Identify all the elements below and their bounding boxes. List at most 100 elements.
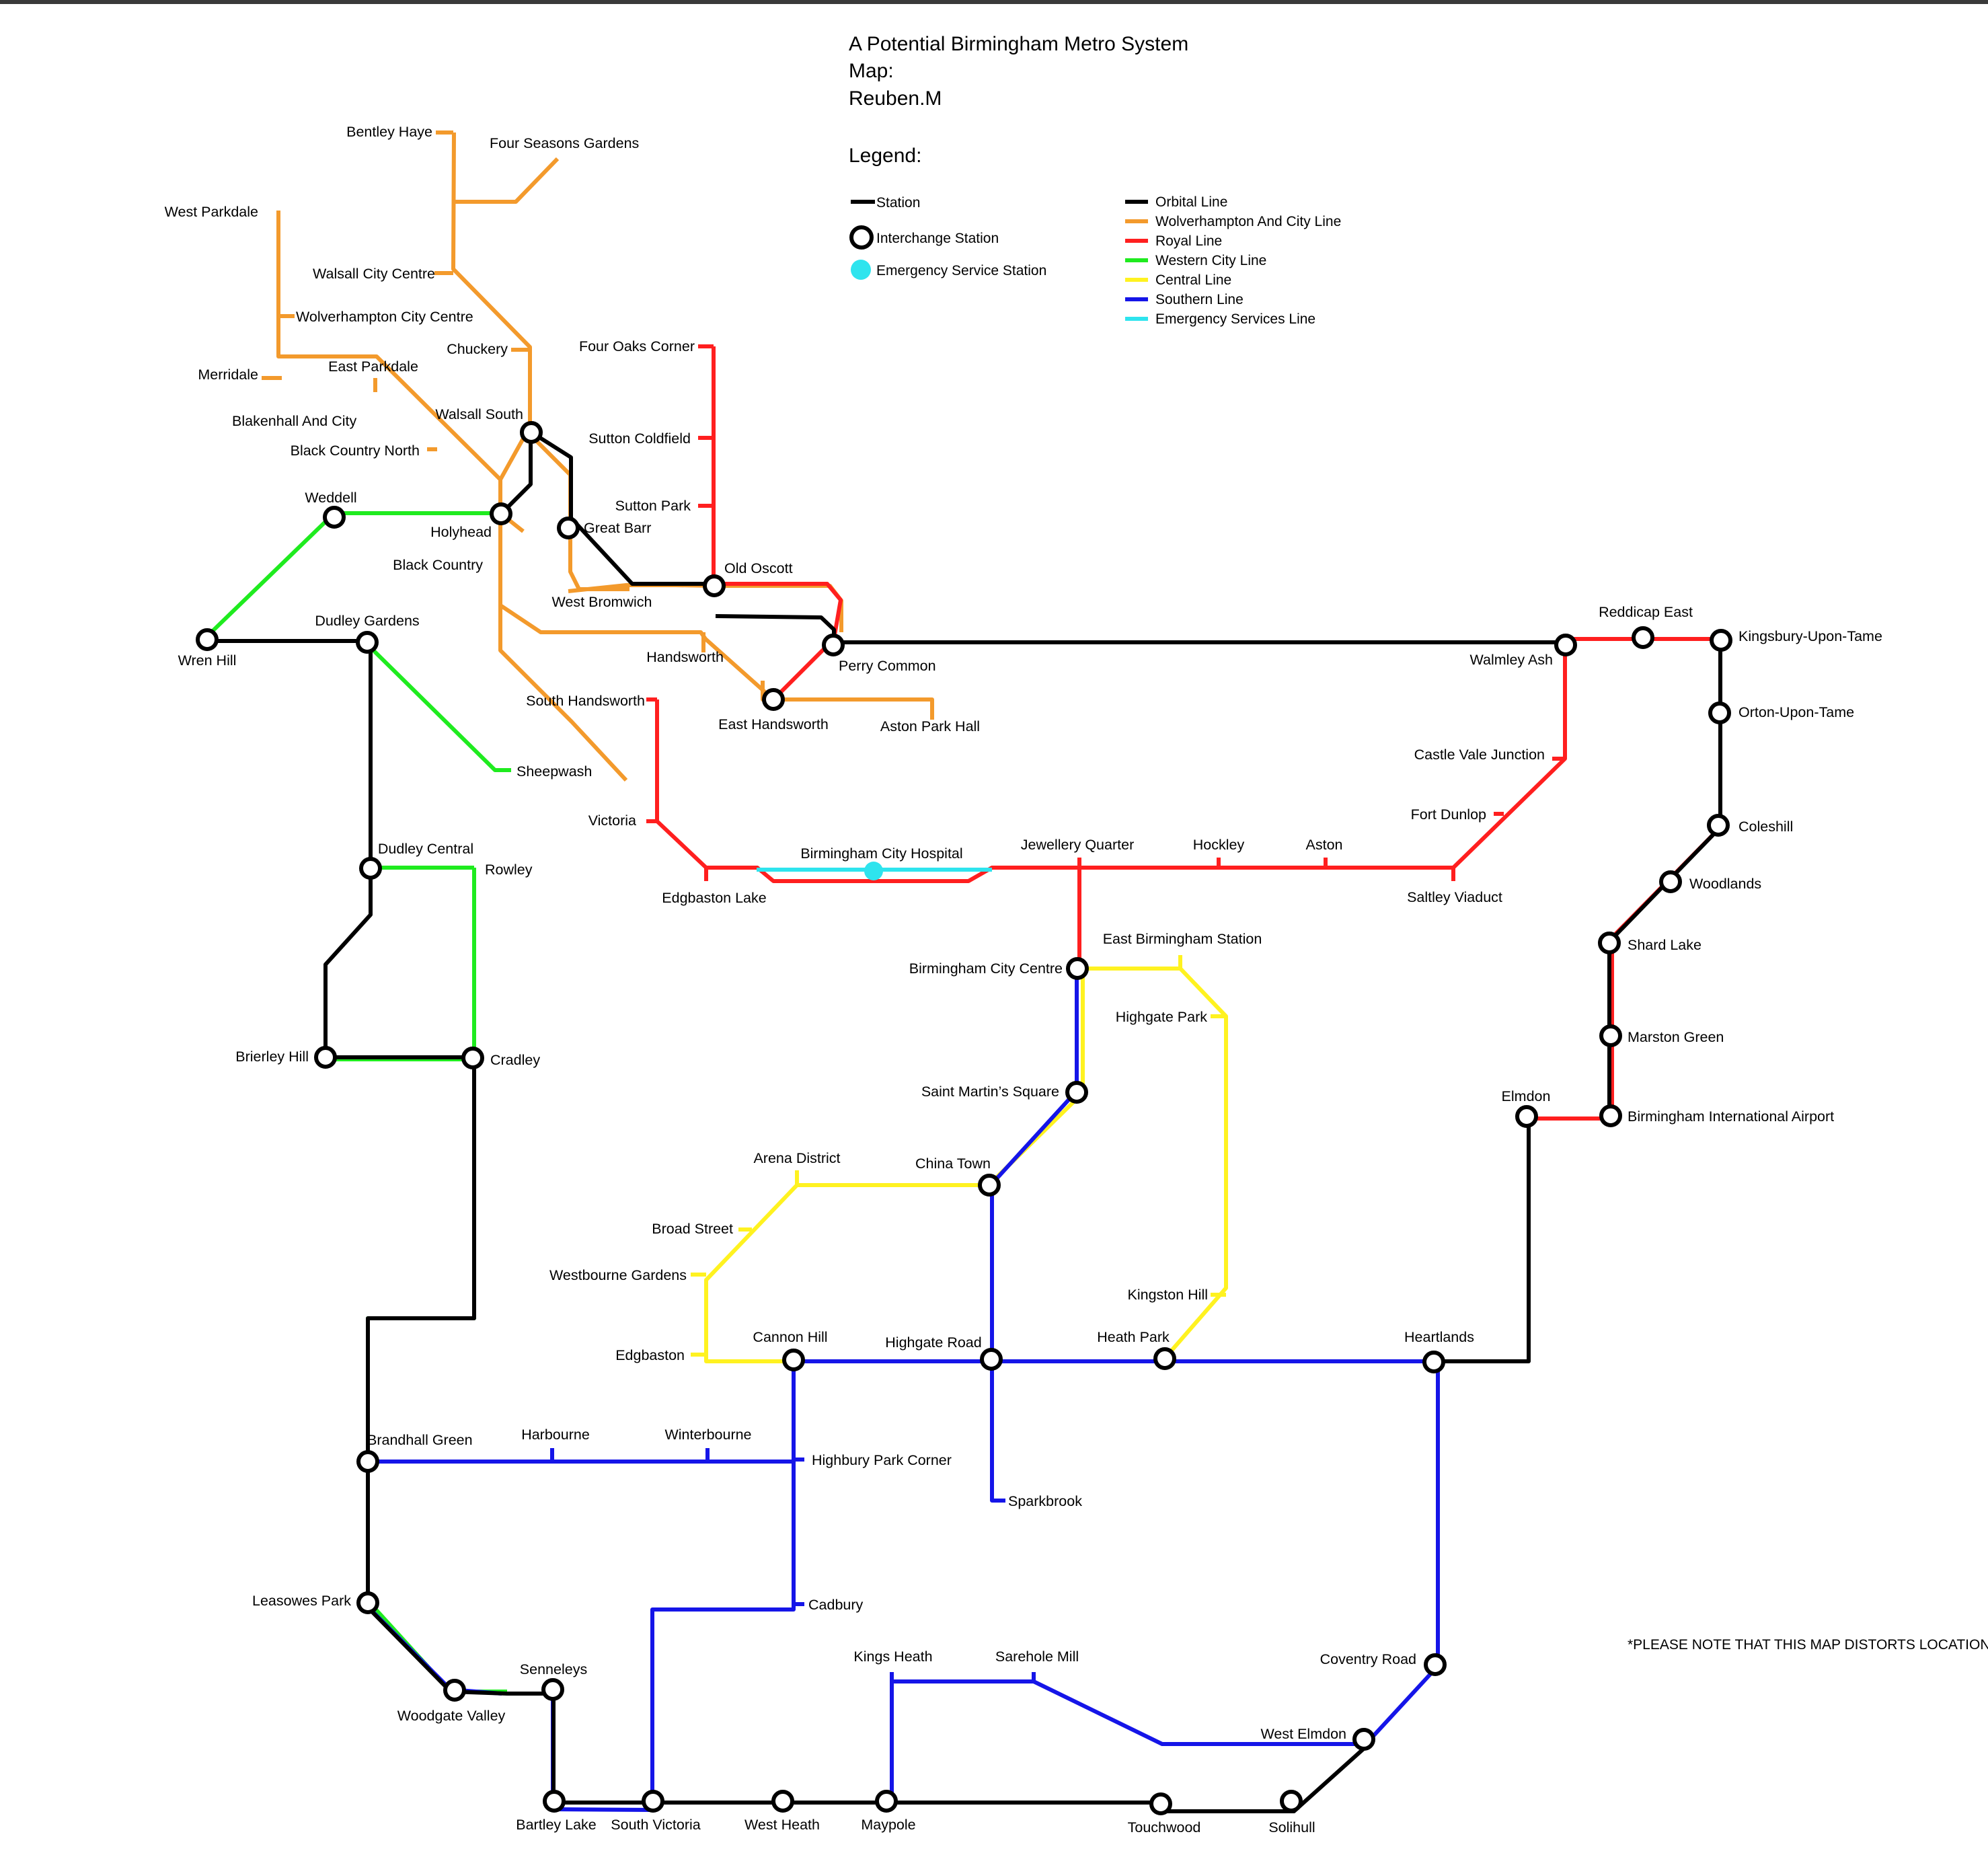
interchange-station-marker	[771, 1790, 794, 1813]
interchange-station-marker	[1598, 932, 1621, 954]
station-label-four-oaks-corner: Four Oaks Corner	[579, 338, 695, 354]
station-label-victoria: Victoria	[588, 812, 636, 829]
interchange-station-marker	[520, 421, 543, 444]
interchange-station-marker	[1708, 702, 1731, 724]
interchange-station-marker	[1153, 1347, 1176, 1370]
interchange-station-marker	[1065, 1081, 1088, 1104]
station-label-marston-green: Marston Green	[1628, 1029, 1724, 1045]
interchange-station-marker	[762, 688, 785, 711]
legend-line-label: Wolverhampton And City Line	[1155, 214, 1341, 229]
map-author: Reuben.M	[849, 87, 942, 110]
orbital-line	[208, 430, 1722, 1813]
legend-interchange-symbol	[849, 225, 874, 250]
interchange-station-marker	[196, 628, 219, 651]
station-label-sutton-park: Sutton Park	[615, 498, 691, 514]
interchange-station-marker	[356, 1450, 379, 1473]
station-label-kingsbury-upon-tame: Kingsbury-Upon-Tame	[1738, 628, 1882, 644]
station-label-south-victoria: South Victoria	[611, 1817, 701, 1833]
legend-station-label: Station	[876, 195, 920, 211]
legend-emergency-label: Emergency Service Station	[876, 263, 1046, 278]
map-title: A Potential Birmingham Metro System	[849, 33, 1188, 55]
station-label-black-country-north: Black Country North	[291, 443, 420, 459]
royal-line	[646, 344, 1722, 1121]
station-label-walsall-south: Walsall South	[435, 406, 523, 422]
station-label-hockley: Hockley	[1193, 837, 1245, 853]
interchange-station-marker	[356, 631, 379, 654]
station-label-senneleys: Senneleys	[520, 1661, 587, 1677]
interchange-station-marker	[822, 634, 845, 656]
interchange-station-marker	[356, 1591, 379, 1614]
station-label-black-country: Black Country	[393, 557, 483, 573]
station-label-arena-district: Arena District	[753, 1150, 840, 1166]
station-label-castle-vale-junction: Castle Vale Junction	[1414, 747, 1545, 763]
station-label-aston: Aston	[1306, 837, 1343, 853]
station-label-walsall-city-centre: Walsall City Centre	[313, 266, 435, 282]
station-label-maypole: Maypole	[861, 1817, 915, 1833]
station-label-kingston-hill: Kingston Hill	[1128, 1287, 1209, 1303]
station-label-dudley-central: Dudley Central	[378, 841, 473, 857]
legend: Station Interchange Station Emergency Se…	[849, 194, 1341, 327]
interchange-station-marker	[323, 506, 346, 529]
station-label-west-elmdon: West Elmdon	[1261, 1726, 1346, 1742]
legend-heading: Legend:	[849, 145, 921, 167]
station-label-bentley-haye: Bentley Haye	[346, 124, 432, 140]
station-label-winterbourne: Winterbourne	[664, 1427, 751, 1443]
station-label-solihull: Solihull	[1268, 1819, 1315, 1835]
station-label-west-heath: West Heath	[744, 1817, 820, 1833]
station-label-edgbaston: Edgbaston	[615, 1347, 685, 1363]
station-label-four-seasons-gardens: Four Seasons Gardens	[490, 135, 639, 151]
station-label-east-birmingham-station: East Birmingham Station	[1103, 931, 1262, 947]
interchange-station-marker	[359, 857, 382, 880]
station-label-highgate-park: Highgate Park	[1116, 1009, 1207, 1025]
legend-line-label: Royal Line	[1155, 233, 1222, 249]
interchange-station-marker	[1352, 1728, 1375, 1751]
interchange-station-marker	[1599, 1024, 1622, 1047]
legend-line-label: Southern Line	[1155, 292, 1244, 307]
station-label-jewellery-quarter: Jewellery Quarter	[1021, 837, 1134, 853]
interchange-station-marker	[1632, 626, 1654, 649]
station-label-walmley-ash: Walmley Ash	[1470, 652, 1553, 668]
interchange-markers	[196, 421, 1732, 1815]
legend-emergency-symbol	[851, 260, 871, 280]
interchange-station-marker	[875, 1790, 898, 1813]
southern-line	[366, 967, 1440, 1812]
station-label-heath-park: Heath Park	[1097, 1329, 1170, 1345]
interchange-station-marker	[541, 1678, 564, 1701]
distortion-note: *PLEASE NOTE THAT THIS MAP DISTORTS LOCA…	[1628, 1637, 1988, 1653]
station-label-birmingham-city-hospital: Birmingham City Hospital	[800, 845, 962, 862]
station-label-sarehole-mill: Sarehole Mill	[995, 1649, 1079, 1665]
interchange-station-marker	[461, 1047, 484, 1069]
legend-line-label: Orbital Line	[1155, 194, 1227, 210]
station-labels: Bentley Haye Four Seasons Gardens West P…	[165, 124, 1882, 1835]
station-label-east-parkdale: East Parkdale	[328, 358, 418, 375]
station-label-harbourne: Harbourne	[521, 1427, 590, 1443]
station-label-cannon-hill: Cannon Hill	[753, 1329, 827, 1345]
legend-line-label: Emergency Services Line	[1155, 311, 1315, 327]
station-label-woodgate-valley: Woodgate Valley	[397, 1708, 506, 1724]
interchange-station-marker	[642, 1790, 664, 1813]
station-label-fort-dunlop: Fort Dunlop	[1411, 806, 1486, 823]
station-label-touchwood: Touchwood	[1128, 1819, 1201, 1835]
station-label-great-barr: Great Barr	[584, 520, 651, 536]
station-label-rowley: Rowley	[485, 862, 533, 878]
interchange-station-marker	[703, 574, 726, 597]
station-label-coleshill: Coleshill	[1738, 819, 1793, 835]
station-label-broad-street: Broad Street	[652, 1221, 733, 1237]
station-label-handsworth: Handsworth	[646, 649, 724, 665]
top-border	[0, 0, 1988, 4]
station-label-saint-martins-square: Saint Martin’s Square	[921, 1084, 1059, 1100]
legend-interchange-label: Interchange Station	[876, 231, 999, 246]
station-label-chuckery: Chuckery	[447, 341, 508, 357]
emergency-service-station-marker	[864, 862, 883, 880]
interchange-station-marker	[1422, 1351, 1445, 1373]
station-label-brierley-hill: Brierley Hill	[235, 1049, 309, 1065]
station-label-orton-upon-tame: Orton-Upon-Tame	[1738, 704, 1854, 720]
station-label-sheepwash: Sheepwash	[517, 763, 592, 780]
interchange-station-marker	[490, 502, 512, 525]
station-label-old-oscott: Old Oscott	[724, 560, 793, 576]
interchange-station-marker	[557, 517, 580, 539]
station-label-perry-common: Perry Common	[839, 658, 936, 674]
station-label-west-bromwich: West Bromwich	[552, 594, 652, 610]
interchange-station-marker	[1515, 1105, 1538, 1128]
station-label-merridale: Merridale	[198, 367, 258, 383]
